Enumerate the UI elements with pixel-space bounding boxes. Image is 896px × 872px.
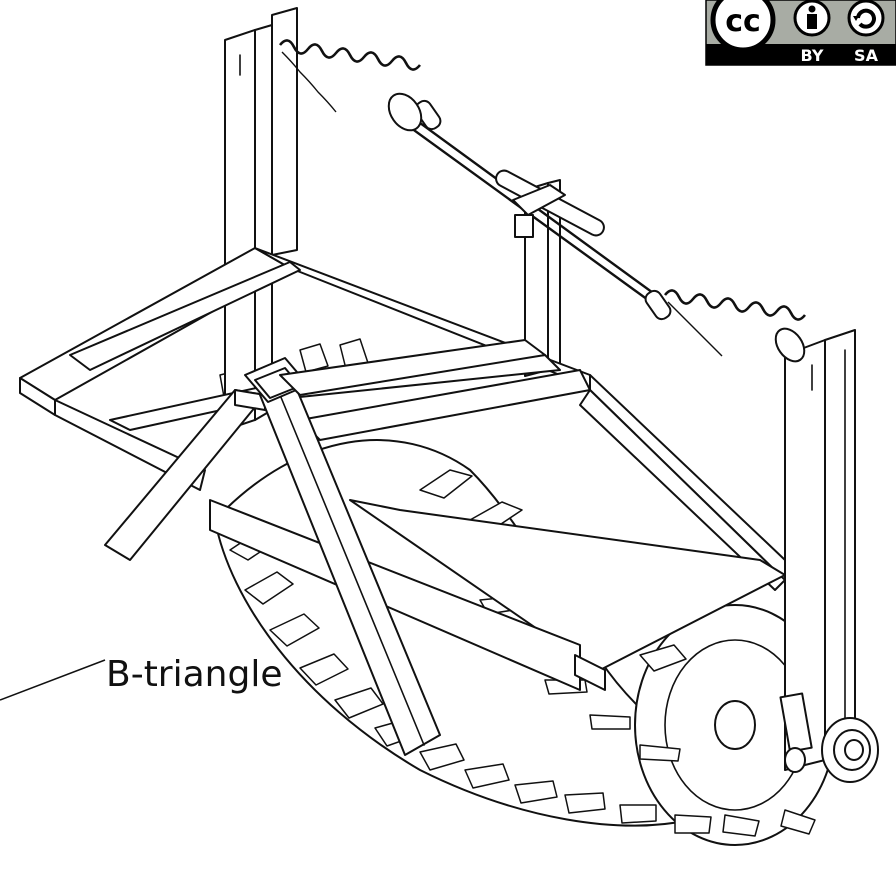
b-triangle-assembly [104, 339, 546, 756]
part-label-b-triangle: B-triangle [106, 654, 282, 695]
left-spring [278, 39, 423, 132]
adjuster-pin [495, 169, 605, 238]
bearing-hub [779, 692, 879, 783]
cc-logo-text: cc [725, 4, 761, 39]
attribution-icon [793, 0, 831, 37]
label-leader-line [0, 659, 106, 701]
right-spring [663, 289, 807, 363]
cc-logo-icon: cc [710, 0, 776, 53]
sa-label: SA [854, 46, 879, 65]
by-label: BY [801, 46, 824, 65]
left-post [224, 7, 298, 431]
frame-side-beams [209, 374, 786, 691]
cc-by-sa-badge[interactable]: cc BY SA [705, 0, 896, 66]
share-alike-icon [847, 0, 885, 37]
